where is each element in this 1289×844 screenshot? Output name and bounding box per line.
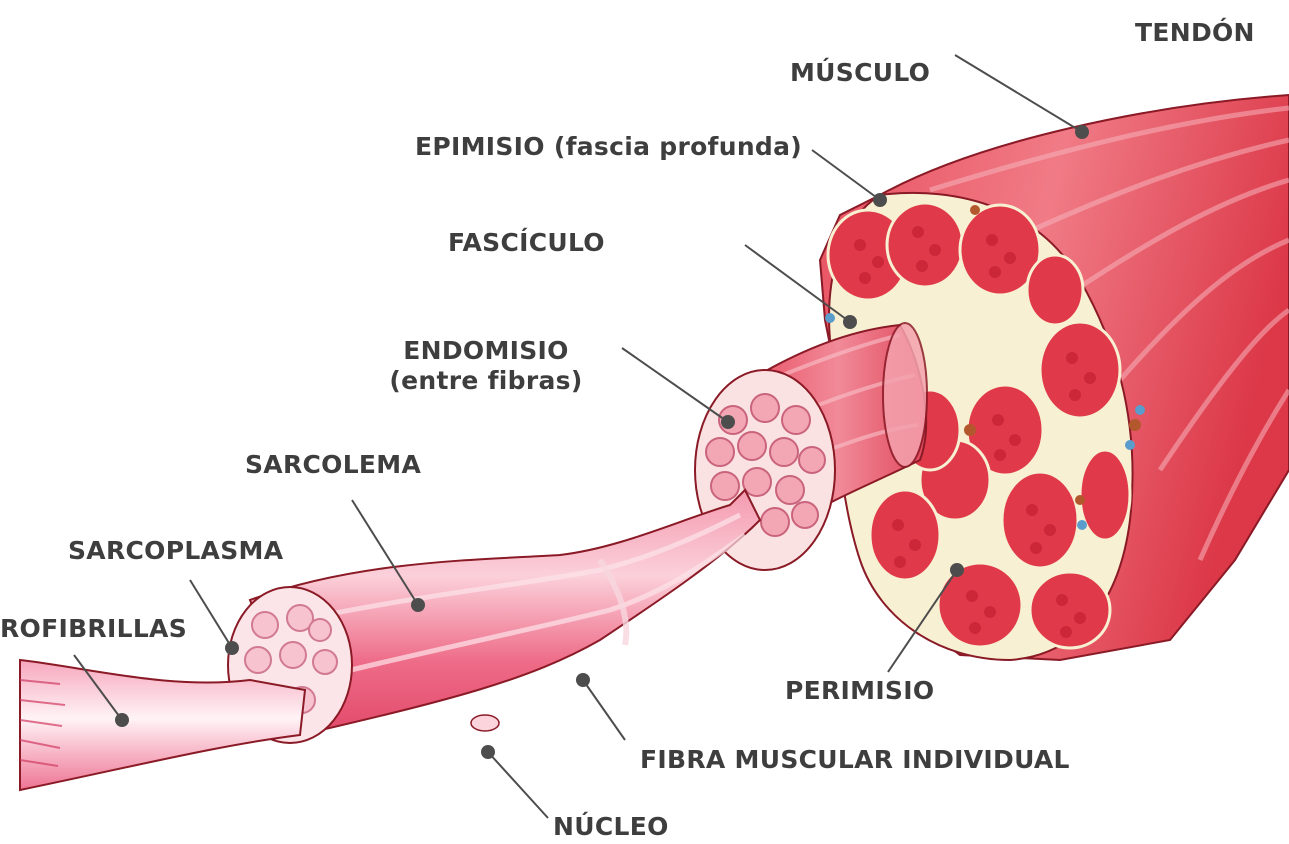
label-nucleo: NÚCLEO xyxy=(553,812,669,842)
label-miofibrillas: ROFIBRILLAS xyxy=(0,614,187,644)
label-sarcoplasma: SARCOPLASMA xyxy=(68,536,283,566)
label-perimisio: PERIMISIO xyxy=(785,676,934,706)
label-musculo: MÚSCULO xyxy=(790,58,930,88)
label-sarcolema: SARCOLEMA xyxy=(245,450,421,480)
label-epimisio: EPIMISIO (fascia profunda) xyxy=(415,132,802,162)
label-endomisio-line2: (entre fibras) xyxy=(385,366,587,396)
label-fasciculo: FASCÍCULO xyxy=(448,228,605,258)
label-endomisio-line1: ENDOMISIO xyxy=(385,336,587,366)
label-tendon: TENDÓN xyxy=(1135,18,1255,48)
muscle-fiber xyxy=(228,490,760,743)
label-endomisio: ENDOMISIO (entre fibras) xyxy=(385,336,587,396)
label-fibra-muscular: FIBRA MUSCULAR INDIVIDUAL xyxy=(640,745,1070,775)
